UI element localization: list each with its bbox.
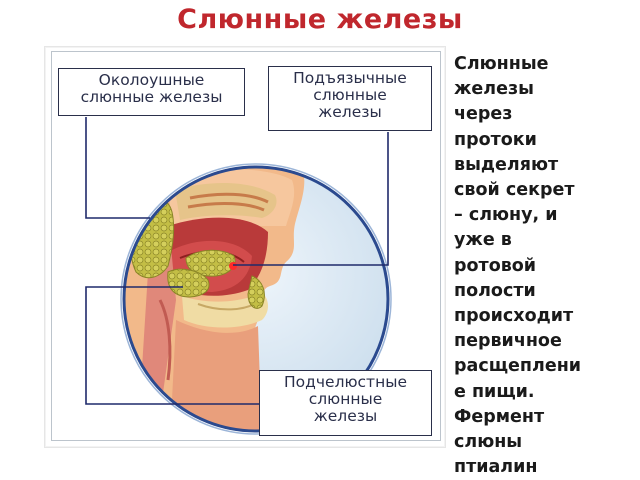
- nasal-cavity: [175, 183, 277, 220]
- label-parotid-glands: Околоушные слюнные железы: [58, 68, 245, 116]
- label-line: Подъязычные: [293, 69, 407, 87]
- submandibular-leader: [85, 286, 259, 405]
- label-line: железы: [313, 407, 378, 425]
- label-sublingual-glands: Подъязычные слюнные железы: [268, 66, 432, 131]
- description-line: е пищи.: [454, 381, 535, 402]
- sublingual-leader: [233, 132, 389, 266]
- leader-lines: [85, 117, 389, 405]
- description-line: – слюну, и: [454, 205, 558, 226]
- description-line: первичное: [454, 331, 562, 352]
- label-submandibular-glands: Подчелюстные слюнные железы: [259, 370, 432, 436]
- description-line: полости: [454, 280, 536, 301]
- description-line: железы: [454, 79, 534, 100]
- neck: [170, 320, 262, 431]
- description-line: уже в: [454, 230, 512, 251]
- description-line: ротовой: [454, 255, 537, 276]
- description-line: через: [454, 104, 513, 125]
- description-line: слюны: [454, 432, 523, 453]
- description-line: протоки: [454, 129, 537, 150]
- label-line: слюнные: [313, 86, 387, 104]
- submandibular-gland: [167, 268, 210, 298]
- description-line: выделяют: [454, 154, 559, 175]
- parotid-leader: [85, 117, 150, 219]
- label-line: слюнные: [308, 390, 383, 408]
- slide-title: Слюнные железы: [177, 4, 463, 35]
- label-line: слюнные железы: [80, 88, 223, 106]
- label-line: Подчелюстные: [284, 373, 407, 391]
- description-line: Фермент: [454, 406, 545, 427]
- description-line: расщеплени: [454, 356, 582, 377]
- description-line: птиалин: [454, 457, 538, 478]
- description-line: Слюнные: [454, 54, 549, 74]
- label-line: Околоушные: [98, 71, 205, 89]
- description-text: Слюнные железы через протоки выделяют св…: [454, 52, 638, 480]
- description-line: происходит: [454, 306, 574, 327]
- description-line: свой секрет: [454, 180, 575, 201]
- label-line: железы: [318, 103, 382, 121]
